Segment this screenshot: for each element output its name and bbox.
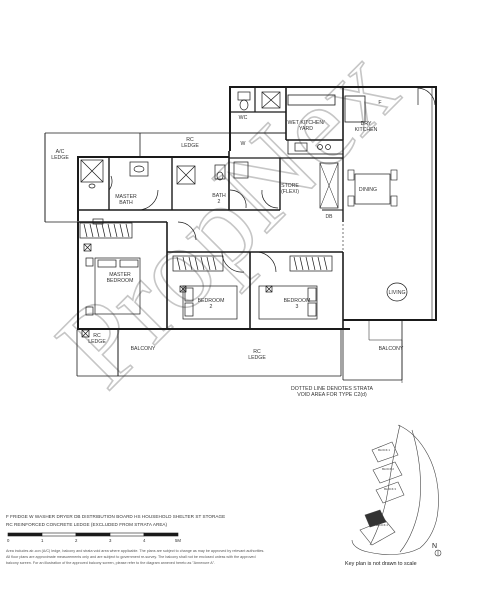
legend-line-2: RC REINFORCED CONCRETE LEDGE (EXCLUDED F… (6, 522, 168, 527)
label-store: STORE(FLEXI) (281, 183, 299, 195)
watermark: PropNex (32, 22, 423, 413)
label-balcony-right: BALCONY (379, 346, 404, 352)
keyplan-block-4: BLOCK 4 (376, 523, 388, 527)
label-w: W (241, 141, 246, 147)
watermark-text: PropNex (32, 22, 421, 411)
scale-tick-3: 3 (109, 538, 112, 543)
legend-line-1: F FRIDGE W WASHER DRYER DB DISTRIBUTION … (6, 514, 226, 519)
label-wc: WC (239, 115, 248, 121)
scale-bar (7, 532, 179, 537)
scale-tick-5: 5M (175, 538, 181, 543)
keyplan-block-1: BLOCK 1 (378, 448, 390, 452)
scale-tick-0: 0 (7, 538, 10, 543)
disclaimer-line-3: balcony screen. For an illustration of t… (6, 561, 216, 565)
key-plan-blocks: BLOCK 1 BLOCK 2 BLOCK 3 BLOCK 4 (376, 448, 396, 527)
key-plan (351, 424, 442, 557)
disclaimer-line-2: All floor plans are approximate measurem… (6, 555, 256, 559)
label-balcony-left: BALCONY (131, 346, 156, 352)
label-fridge: F (378, 100, 381, 106)
scale-tick-1: 1 (41, 538, 44, 543)
keyplan-note: Key plan is not drawn to scale (345, 561, 417, 567)
keyplan-block-3: BLOCK 3 (384, 487, 396, 491)
label-dining: DINING (359, 187, 377, 193)
keyplan-block-2: BLOCK 2 (382, 467, 394, 471)
scale-tick-2: 2 (75, 538, 78, 543)
label-wet-kitchen: WET KITCHEN/YARD (287, 120, 325, 132)
beds (85, 257, 318, 320)
disclaimer-line-1: Area includes air-con (A/C) ledge, balco… (6, 549, 265, 553)
north-arrow-label: N (432, 543, 438, 550)
wardrobes (79, 222, 333, 272)
fixtures (80, 87, 436, 338)
label-db: DB (326, 214, 334, 220)
label-living: LIVING (388, 290, 405, 296)
scale-tick-4: 4 (143, 538, 146, 543)
walls (44, 86, 437, 383)
